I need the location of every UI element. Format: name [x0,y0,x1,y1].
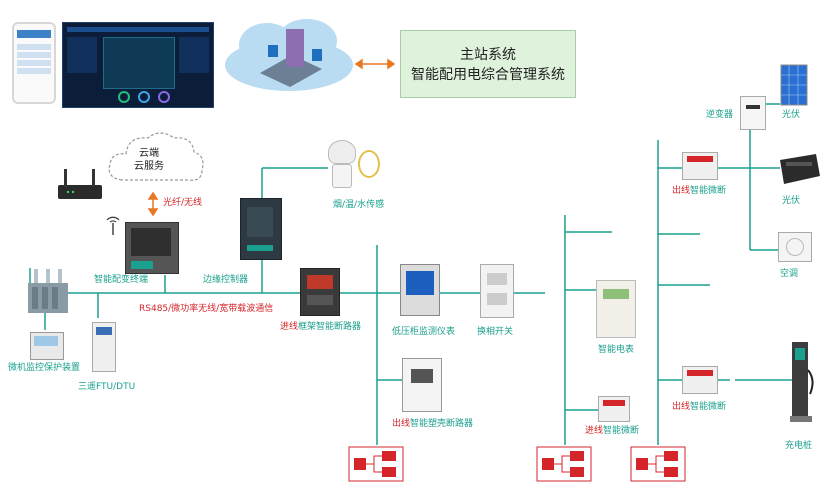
acb-label: 进线框架智能断路器 [280,322,361,333]
transformer-icon [28,269,68,313]
feeder-symbol-1 [348,446,404,482]
temperature-sensor-icon [332,164,352,188]
master-cloud-graphic [225,19,353,91]
outgoing-breaker-1-device [682,152,718,180]
distribution-terminal-device [125,222,179,274]
out-breaker1-suffix: 智能微断 [690,186,727,196]
smoke-sensor-icon [328,140,356,164]
master-system-box: 主站系统 智能配用电综合管理系统 [400,30,576,98]
pv-panel-icon [780,64,808,106]
mccb-label: 出线智能塑壳断路器 [392,419,473,430]
master-subtitle: 智能配用电综合管理系统 [411,67,565,83]
master-title: 主站系统 [460,47,516,63]
mccb-label-suffix: 智能塑壳断路器 [410,419,474,429]
air-conditioner-device [778,232,812,262]
inverter-label: 逆变器 [706,110,734,120]
ev-charger-icon [790,342,814,422]
dashboard-screenshot [62,22,214,108]
smart-meter-device [596,280,636,338]
feeder-symbol-3 [630,446,686,482]
terminal-label: 智能配变终端 [94,275,149,285]
water-sensor-icon [358,150,380,178]
router-icon [58,169,102,199]
outgoing-breaker-1-label: 出线智能微断 [672,186,726,197]
cloud-label: 云端 [139,148,159,159]
acb-label-prefix: 进线 [280,322,299,332]
ftu-label: 三遥FTU/DTU [78,382,136,392]
out-breaker2-suffix: 智能微断 [690,402,727,412]
sensor-label: 烟/温/水传感 [333,200,385,210]
pv2-label: 光伏 [782,196,801,206]
relay-label: 微机监控保护装置 [8,363,81,373]
rs485-label: RS485/微功率无线/宽带载波通信 [139,304,274,314]
out-breaker1-prefix: 出线 [672,186,691,196]
smart-meter-label: 智能电表 [598,345,635,355]
out-breaker2-prefix: 出线 [672,402,691,412]
inverter-device [740,96,766,130]
mobile-app-screenshot [12,22,56,104]
edge-label: 边缘控制器 [203,275,249,285]
charger-label: 充电桩 [785,441,813,451]
ftu-device [92,322,116,372]
outgoing-breaker-2-device [682,366,718,394]
outgoing-breaker-2-label: 出线智能微断 [672,402,726,413]
incoming-breaker-device [598,396,630,422]
ats-label: 换相开关 [477,327,514,337]
mccb-label-prefix: 出线 [392,419,411,429]
pv1-label: 光伏 [782,110,801,120]
incoming-breaker-label: 进线智能微断 [585,426,639,437]
relay-protection-device [30,332,64,360]
feeder-symbol-2 [536,446,592,482]
cloud-service-graphic [108,132,204,181]
in-breaker-suffix: 智能微断 [603,426,640,436]
phase-switch-device [480,264,514,318]
edge-controller-device [240,198,282,260]
acb-device [300,268,340,316]
monitor-meter-device [400,264,440,316]
mccb-device [402,358,442,412]
in-breaker-prefix: 进线 [585,426,604,436]
acb-label-suffix: 框架智能断路器 [298,322,362,332]
cloud-service-label: 云服务 [134,161,164,172]
meter-label: 低压柜监测仪表 [392,327,456,337]
battery-icon [780,154,820,184]
fiber-label: 光纤/无线 [163,198,203,208]
ac-label: 空调 [780,269,799,279]
antenna-icon [106,216,120,235]
